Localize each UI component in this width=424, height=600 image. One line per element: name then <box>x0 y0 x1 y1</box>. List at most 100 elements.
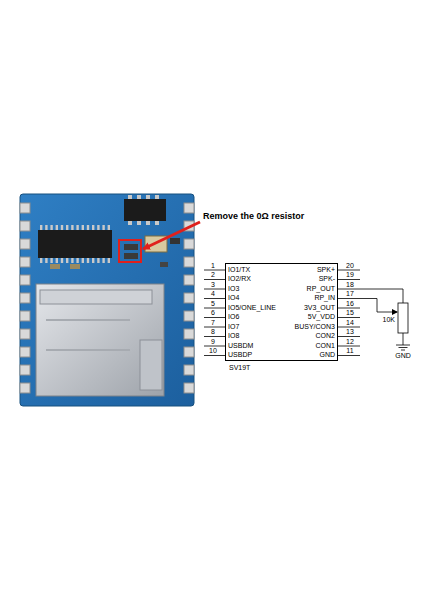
pad <box>20 257 30 267</box>
lead <box>97 258 99 263</box>
pin-name: SPK- <box>319 275 335 283</box>
pin-line <box>204 346 225 347</box>
lead <box>61 225 63 230</box>
pin-line <box>204 298 225 299</box>
pin-number: 20 <box>346 262 354 270</box>
pin-line <box>204 279 225 280</box>
pin-name: 5V_VDD <box>308 313 335 321</box>
pin-name: GND <box>319 351 335 359</box>
lead <box>102 258 104 263</box>
pin-number: 13 <box>346 328 354 336</box>
pad <box>20 329 30 339</box>
pin-number: 10 <box>209 347 217 355</box>
lead <box>76 225 78 230</box>
pin-line <box>338 308 360 309</box>
pin-line <box>338 298 360 299</box>
lead <box>50 225 52 230</box>
pin-name: BUSY/CON3 <box>295 323 335 331</box>
pad <box>184 293 194 303</box>
pad <box>184 239 194 249</box>
pin-line <box>204 317 225 318</box>
pin-name: USBDM <box>228 342 253 350</box>
lead <box>108 225 110 230</box>
lead <box>61 258 63 263</box>
lead <box>45 258 47 263</box>
pin-name: RP_OUT <box>307 285 335 293</box>
pin-line <box>338 317 360 318</box>
pin-number: 11 <box>346 347 353 355</box>
ground-label: GND <box>395 352 411 360</box>
module-photo <box>20 194 200 406</box>
resistor-value: 10K <box>383 316 395 324</box>
lead <box>76 258 78 263</box>
pin-number: 12 <box>346 338 354 346</box>
pin-name: IO1/TX <box>228 266 250 274</box>
potentiometer-wiring <box>360 289 410 350</box>
lead <box>97 225 99 230</box>
chip-leads <box>40 225 110 263</box>
pin-number: 16 <box>346 300 354 308</box>
lead <box>108 258 110 263</box>
lead <box>82 225 84 230</box>
pin-name: 3V3_OUT <box>304 304 335 312</box>
lead <box>87 258 89 263</box>
pin-number: 15 <box>346 309 354 317</box>
pin-name: USBDP <box>228 351 252 359</box>
callout-text: Remove the 0Ω resistor <box>203 211 304 222</box>
pin-line <box>204 327 225 328</box>
pad <box>20 203 30 213</box>
pad <box>20 311 30 321</box>
pin-number: 1 <box>211 262 215 270</box>
pin-number: 3 <box>211 281 215 289</box>
pad <box>20 347 30 357</box>
lead <box>40 258 42 263</box>
pin-line <box>338 270 360 271</box>
pin-number: 14 <box>346 319 354 327</box>
pin-name: IO7 <box>228 323 239 331</box>
pin-lines <box>204 270 360 356</box>
pin-name: CON2 <box>316 332 335 340</box>
pin-name: IO3 <box>228 285 239 293</box>
lead <box>71 258 73 263</box>
pin-line <box>204 289 225 290</box>
pin-line <box>338 355 360 356</box>
lead <box>40 225 42 230</box>
pad <box>20 239 30 249</box>
chip-name: SV19T <box>229 364 250 372</box>
pin-name: IO5/ONE_LINE <box>228 304 276 312</box>
pin-number: 5 <box>211 300 215 308</box>
pin-number: 8 <box>211 328 215 336</box>
pin-line <box>204 270 225 271</box>
pad <box>184 365 194 375</box>
lead <box>66 258 68 263</box>
pin-name: RP_IN <box>314 294 335 302</box>
pad <box>20 275 30 285</box>
resistor-symbol <box>398 303 408 333</box>
pin-number: 2 <box>211 271 215 279</box>
pad <box>20 293 30 303</box>
pin-name: IO6 <box>228 313 239 321</box>
pin-line <box>204 308 225 309</box>
pad <box>184 275 194 285</box>
pad <box>184 347 194 357</box>
pin-line <box>338 327 360 328</box>
pin-number: 17 <box>346 290 354 298</box>
lead <box>92 225 94 230</box>
lead <box>102 225 104 230</box>
pad <box>20 365 30 375</box>
pin-name: IO4 <box>228 294 239 302</box>
pad <box>20 221 30 231</box>
lead <box>92 258 94 263</box>
pin-name: IO8 <box>228 332 239 340</box>
pin-line <box>338 336 360 337</box>
pin-number: 7 <box>211 319 215 327</box>
pin-number: 18 <box>346 281 354 289</box>
pin-name: SPK+ <box>317 266 335 274</box>
pad <box>184 257 194 267</box>
lead <box>56 258 58 263</box>
pad <box>184 329 194 339</box>
pin-number: 4 <box>211 290 215 298</box>
pin-line <box>204 336 225 337</box>
pin-number: 6 <box>211 309 215 317</box>
pin-name: IO2/RX <box>228 275 251 283</box>
